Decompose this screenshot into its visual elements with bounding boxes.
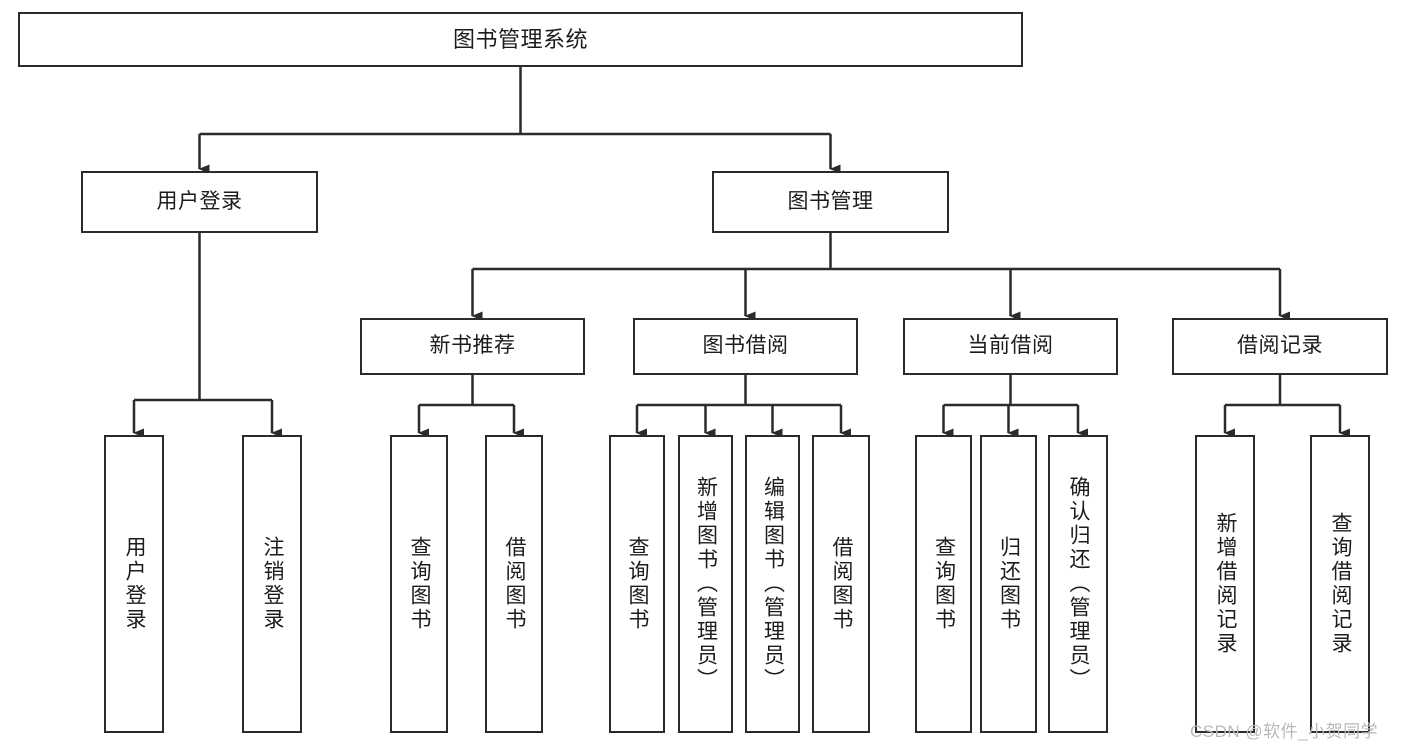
node-leaf-confirm-return-admin[interactable]: 确认归还（管理员）: [1048, 435, 1108, 733]
node-leaf-query-book-rec[interactable]: 查询图书: [390, 435, 448, 733]
node-leaf-borrow-book-rec[interactable]: 借阅图书: [485, 435, 543, 733]
node-book-borrow[interactable]: 图书借阅: [633, 318, 858, 375]
node-leaf-add-borrow-record[interactable]: 新增借阅记录: [1195, 435, 1255, 733]
node-root[interactable]: 图书管理系统: [18, 12, 1023, 67]
node-book-manage[interactable]: 图书管理: [712, 171, 949, 233]
node-current-borrow[interactable]: 当前借阅: [903, 318, 1118, 375]
node-label: 查询图书: [408, 536, 432, 632]
node-label: 查询图书: [626, 536, 650, 632]
node-leaf-logout-login[interactable]: 注销登录: [242, 435, 302, 733]
node-label: 查询图书: [932, 536, 956, 632]
node-label: 图书借阅: [702, 334, 789, 358]
node-leaf-borrow-book[interactable]: 借阅图书: [812, 435, 870, 733]
node-leaf-return-book[interactable]: 归还图书: [980, 435, 1037, 733]
node-label: 用户登录: [123, 536, 147, 632]
node-user-login[interactable]: 用户登录: [81, 171, 318, 233]
node-label: 编辑图书（管理员）: [761, 476, 785, 692]
node-leaf-edit-book-admin[interactable]: 编辑图书（管理员）: [745, 435, 800, 733]
node-label: 新增图书（管理员）: [694, 476, 718, 692]
node-label: 借阅图书: [503, 536, 527, 632]
node-label: 新书推荐: [429, 334, 516, 358]
node-leaf-user-login[interactable]: 用户登录: [104, 435, 164, 733]
edges: [132, 67, 1350, 438]
node-label: 注销登录: [261, 536, 285, 632]
node-label: 查询借阅记录: [1329, 512, 1353, 656]
node-label: 借阅图书: [830, 536, 854, 632]
node-new-book-recommend[interactable]: 新书推荐: [360, 318, 585, 375]
node-leaf-query-borrow-record[interactable]: 查询借阅记录: [1310, 435, 1370, 733]
node-label: 归还图书: [997, 536, 1021, 632]
node-leaf-query-book-borrow[interactable]: 查询图书: [609, 435, 665, 733]
node-label: 新增借阅记录: [1214, 512, 1238, 656]
node-label: 借阅记录: [1237, 334, 1323, 358]
node-label: 图书管理系统: [452, 26, 588, 52]
node-label: 确认归还（管理员）: [1067, 476, 1091, 692]
node-borrow-record[interactable]: 借阅记录: [1172, 318, 1388, 375]
node-leaf-query-book-current[interactable]: 查询图书: [915, 435, 972, 733]
node-label: 当前借阅: [967, 334, 1054, 358]
node-label: 用户登录: [156, 189, 243, 213]
node-leaf-add-book-admin[interactable]: 新增图书（管理员）: [678, 435, 733, 733]
node-label: 图书管理: [787, 189, 874, 213]
